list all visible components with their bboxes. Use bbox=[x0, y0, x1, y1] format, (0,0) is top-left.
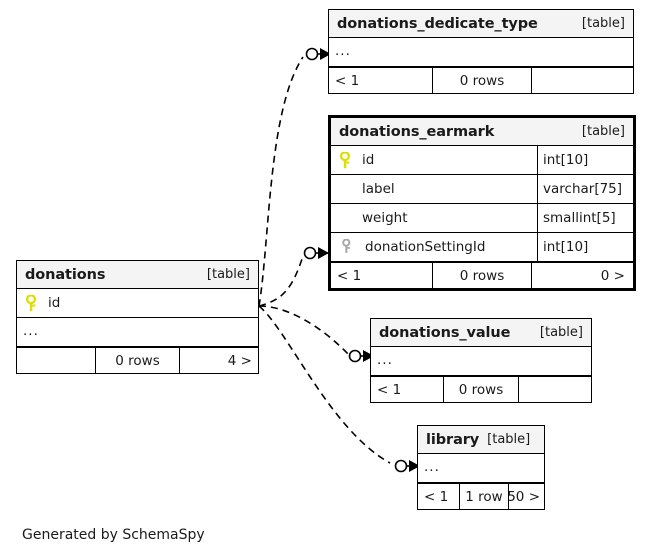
column-name: id bbox=[362, 152, 375, 168]
table-footer: < 1 0 rows bbox=[371, 376, 591, 402]
column-type: int[10] bbox=[537, 233, 633, 261]
footer-rowcount: 1 row bbox=[459, 484, 509, 509]
table-row-donationSettingId: donationSettingId int[10] bbox=[331, 233, 633, 262]
more-columns-ellipsis: ... bbox=[335, 43, 351, 60]
foreign-key-icon bbox=[342, 238, 355, 256]
table-footer: < 1 1 row 50 > bbox=[418, 483, 544, 509]
edge-donations-to-donations_value bbox=[258, 305, 374, 363]
table-row-id: id bbox=[17, 289, 258, 318]
table-footer: < 1 0 rows bbox=[329, 67, 633, 93]
table-type-tag: [table] bbox=[581, 16, 625, 31]
footer-parents: < 1 bbox=[424, 488, 449, 505]
table-row: ... bbox=[371, 347, 591, 376]
table-title: donations_value bbox=[379, 324, 511, 341]
table-title: library bbox=[426, 431, 480, 448]
table-title: donations_earmark bbox=[339, 123, 495, 140]
table-row: ... bbox=[17, 318, 258, 347]
more-columns-ellipsis: ... bbox=[23, 323, 39, 340]
table-row: ... bbox=[329, 38, 633, 67]
table-type-tag: [table] bbox=[539, 325, 583, 340]
table-type-tag: [table] bbox=[581, 124, 625, 139]
footer-rowcount: 0 rows bbox=[443, 377, 519, 402]
edge-donations-to-donations_dedicate_type bbox=[258, 47, 331, 307]
footer-rowcount: 0 rows bbox=[95, 348, 180, 373]
footer-parents bbox=[17, 348, 95, 373]
column-type: int[10] bbox=[537, 146, 633, 174]
table-type-tag: [table] bbox=[487, 432, 531, 447]
footer-children bbox=[532, 68, 633, 93]
footer-parents: < 1 bbox=[377, 381, 402, 398]
table-library[interactable]: library [table] ... < 1 1 row 50 > bbox=[417, 425, 545, 510]
table-donations_earmark[interactable]: donations_earmark [table] id int[10] lab… bbox=[328, 115, 636, 291]
column-type: smallint[5] bbox=[537, 204, 633, 232]
footer-children: 4 > bbox=[227, 352, 252, 369]
table-header: donations_dedicate_type [table] bbox=[329, 10, 633, 38]
table-title: donations_dedicate_type bbox=[337, 15, 538, 32]
table-row: ... bbox=[418, 454, 544, 483]
table-header: library [table] bbox=[418, 426, 544, 454]
footer-children: 50 > bbox=[509, 488, 540, 505]
table-footer: 0 rows 4 > bbox=[17, 347, 258, 373]
footer-parents: < 1 bbox=[337, 267, 362, 284]
table-donations[interactable]: donations [table] id ... 0 rows 4 > bbox=[16, 260, 259, 374]
footer-rowcount: 0 rows bbox=[432, 68, 532, 93]
column-name: weight bbox=[362, 210, 408, 226]
column-name: donationSettingId bbox=[365, 239, 486, 255]
footer-children bbox=[519, 377, 591, 402]
table-header: donations_value [table] bbox=[371, 319, 591, 347]
table-header: donations_earmark [table] bbox=[331, 118, 633, 146]
table-row-weight: weight smallint[5] bbox=[331, 204, 633, 233]
footer-rowcount: 0 rows bbox=[432, 263, 532, 288]
primary-key-icon bbox=[339, 151, 353, 169]
table-header: donations [table] bbox=[17, 261, 258, 289]
table-donations_dedicate_type[interactable]: donations_dedicate_type [table] ... < 1 … bbox=[328, 9, 634, 94]
footer-parents: < 1 bbox=[335, 72, 360, 89]
table-title: donations bbox=[25, 266, 106, 283]
column-name: id bbox=[48, 295, 61, 311]
primary-key-icon bbox=[25, 294, 39, 312]
edge-donations-to-donations_earmark bbox=[258, 246, 329, 307]
table-type-tag: [table] bbox=[206, 267, 250, 282]
column-type: varchar[75] bbox=[537, 175, 633, 203]
footer-children: 0 > bbox=[600, 267, 625, 284]
more-columns-ellipsis: ... bbox=[377, 352, 393, 369]
column-name: label bbox=[362, 181, 395, 197]
table-footer: < 1 0 rows 0 > bbox=[331, 262, 633, 288]
table-donations_value[interactable]: donations_value [table] ... < 1 0 rows bbox=[370, 318, 592, 403]
table-row-id: id int[10] bbox=[331, 146, 633, 175]
more-columns-ellipsis: ... bbox=[424, 459, 440, 476]
table-row-label: label varchar[75] bbox=[331, 175, 633, 204]
generated-by-caption: Generated by SchemaSpy bbox=[22, 527, 205, 543]
